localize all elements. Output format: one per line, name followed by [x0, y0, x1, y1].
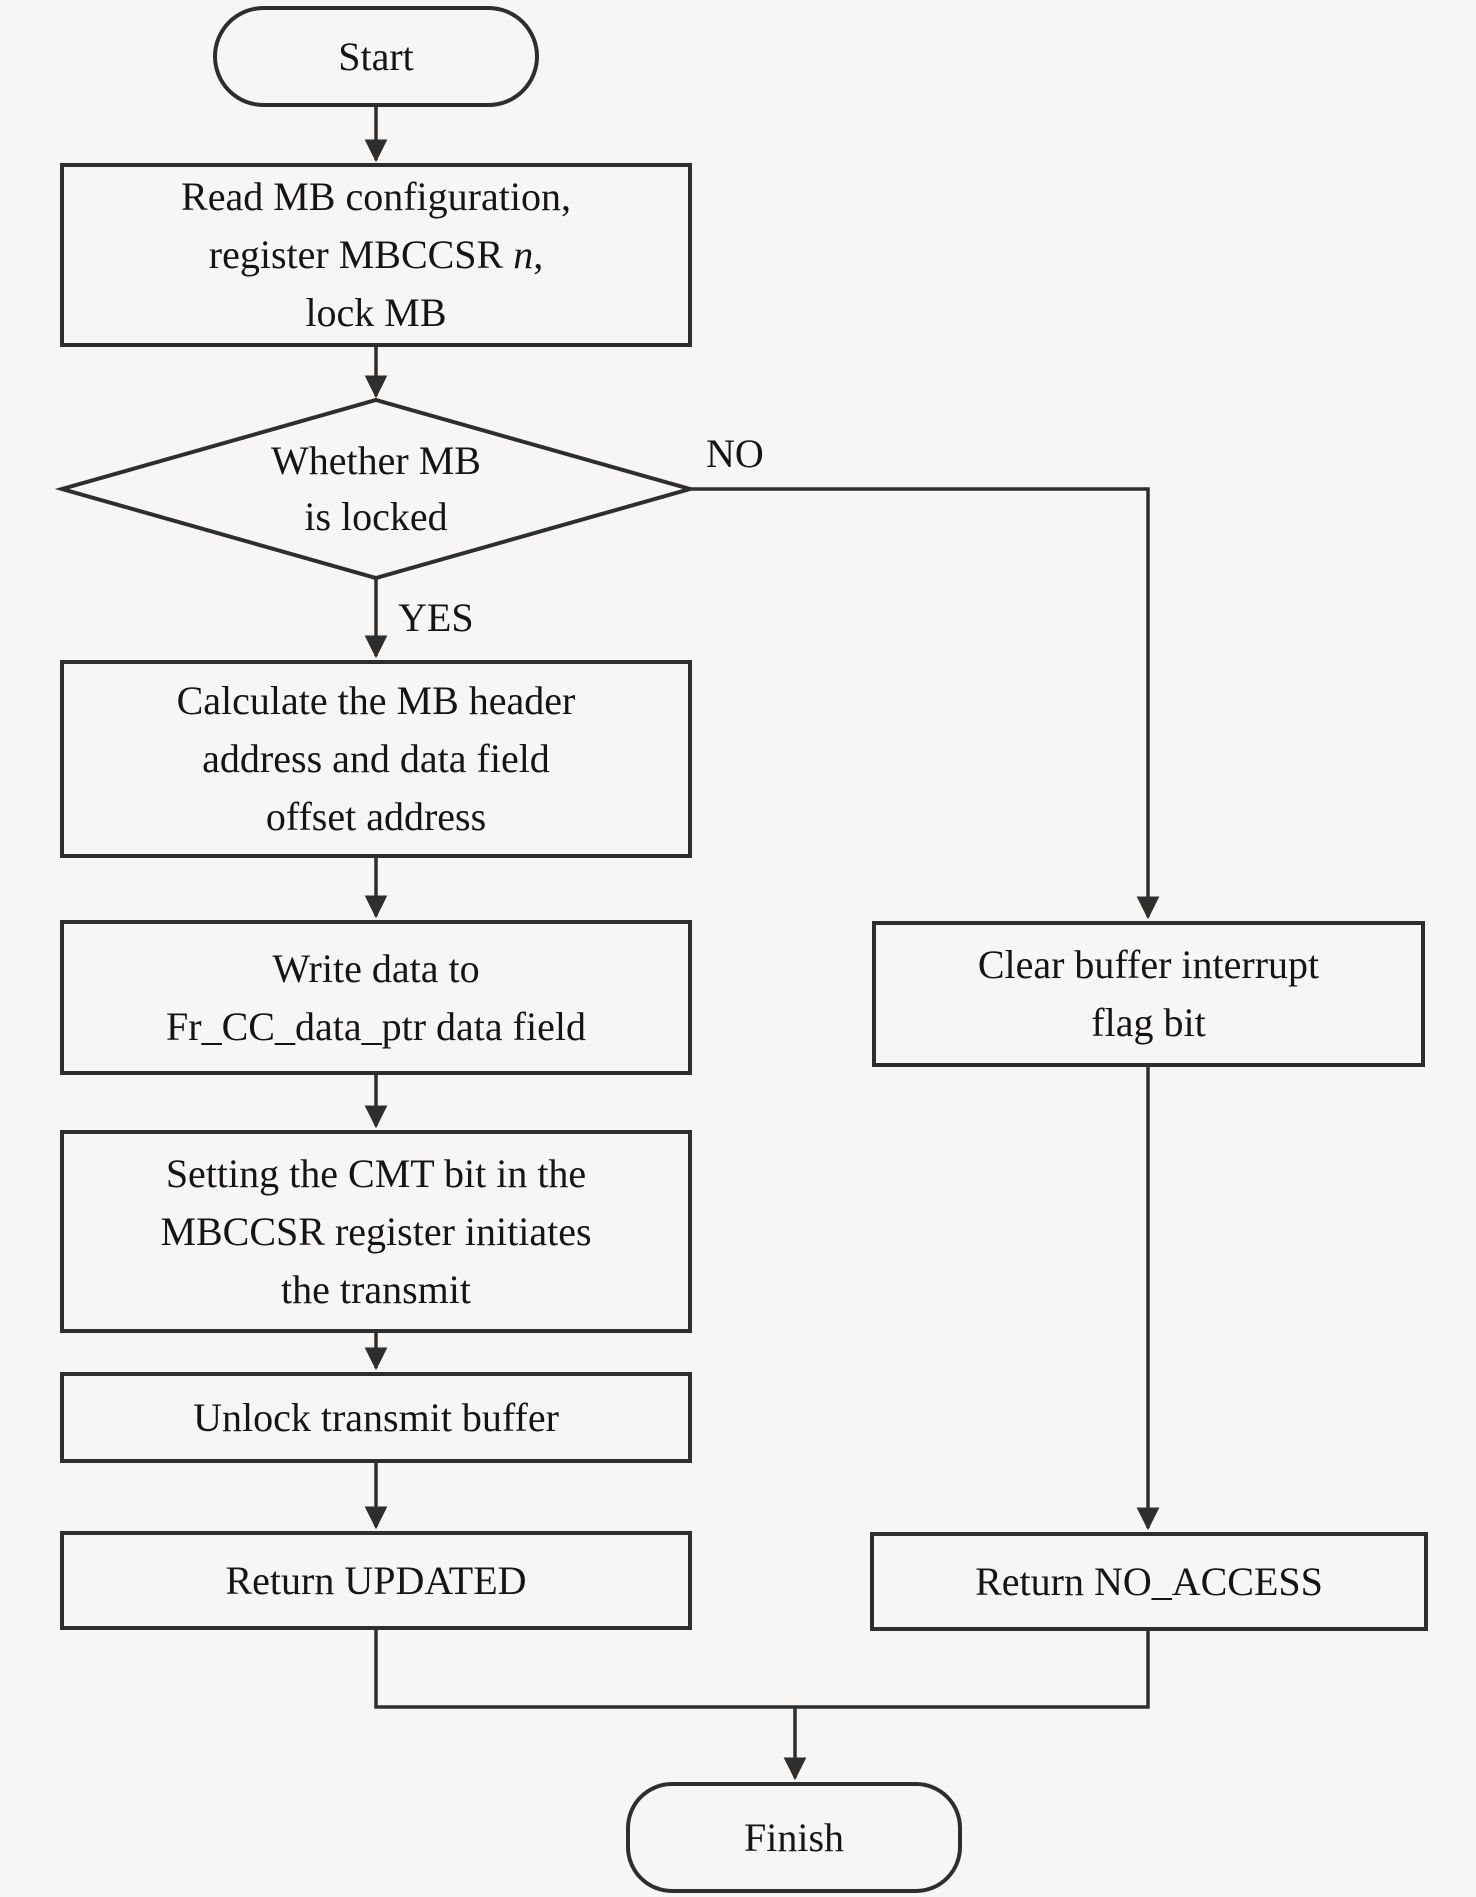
node-text-line: flag bit [1091, 1000, 1206, 1045]
node-text-line: is locked [304, 494, 448, 539]
process-read-mb-configuration: Read MB configuration, register MBCCSR n… [60, 163, 692, 347]
edge-label-no: NO [706, 431, 764, 476]
node-text-line: Start [338, 33, 414, 79]
node-text-line: Calculate the MB header [176, 678, 576, 723]
node-text-line: Whether MB [271, 438, 481, 483]
node-text-line: Clear buffer interrupt [977, 942, 1320, 987]
node-text-line: Fr_CC_data_ptr data field [166, 1003, 586, 1049]
node-text-line: Unlock transmit buffer [193, 1394, 559, 1440]
node-text-line: Setting the CMT bit in the [165, 1150, 587, 1196]
node-text-line: the transmit [281, 1266, 471, 1312]
variable-n: n [513, 232, 534, 277]
edge-label-yes: YES [398, 595, 474, 640]
node-text-line: register MBCCSR n, [209, 226, 543, 284]
terminator-start: Start [213, 6, 539, 107]
node-text-line: Write data to [272, 945, 480, 991]
node-text-segment: , [533, 232, 544, 277]
edge-merge-line [374, 1630, 1150, 1709]
edge-no-to-clear-flag [690, 487, 1160, 920]
node-text-line: Read MB configuration, [181, 174, 571, 219]
process-set-cmt-bit-initiate-transmit: Setting the CMT bit in the MBCCSR regist… [60, 1130, 692, 1333]
process-write-data-to-data-field: Write data to Fr_CC_data_ptr data field [60, 920, 692, 1075]
node-text-line: Return UPDATED [225, 1557, 527, 1603]
process-calculate-mb-header-address: Calculate the MB header address and data… [60, 660, 692, 858]
node-text-line: offset address [265, 794, 487, 839]
process-return-updated: Return UPDATED [60, 1531, 692, 1630]
node-text-line: Return NO_ACCESS [975, 1558, 1323, 1604]
node-text-line: address and data field [202, 736, 550, 781]
node-text-line: Finish [743, 1814, 845, 1860]
process-unlock-transmit-buffer: Unlock transmit buffer [60, 1372, 692, 1463]
node-text-line: lock MB [305, 290, 447, 335]
process-return-no-access: Return NO_ACCESS [870, 1532, 1428, 1631]
decision-whether-mb-locked: Whether MB is locked [176, 409, 576, 569]
node-text-line: MBCCSR register initiates [160, 1208, 592, 1254]
node-text-segment: register MBCCSR [208, 232, 514, 277]
process-clear-buffer-interrupt-flag: Clear buffer interrupt flag bit [872, 921, 1425, 1067]
terminator-finish: Finish [626, 1782, 962, 1893]
